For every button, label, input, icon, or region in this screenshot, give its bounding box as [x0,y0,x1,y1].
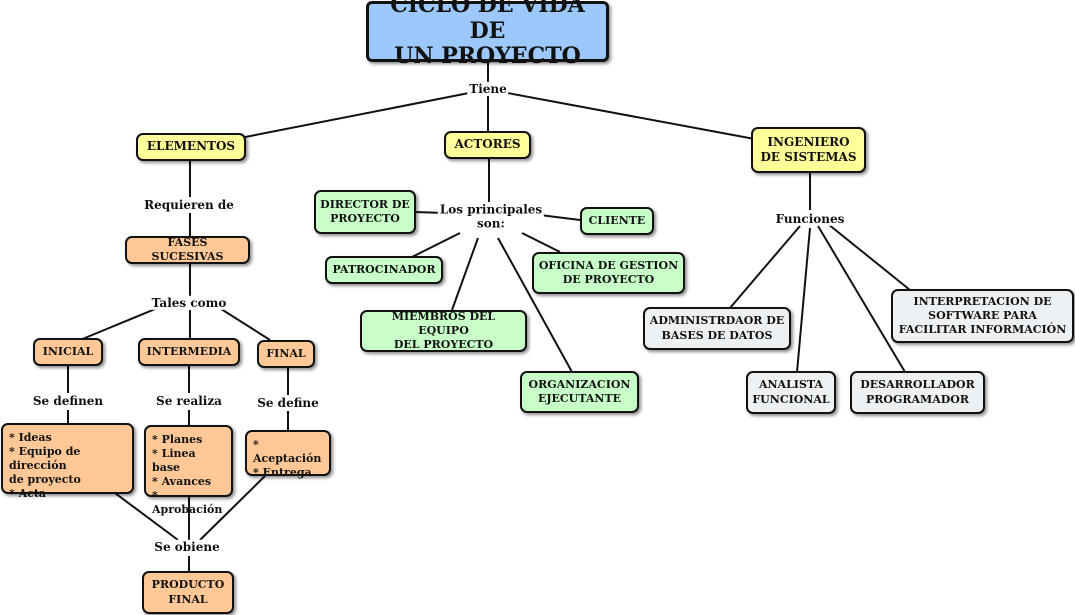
node-miembros: MIEMBROS DEL EQUIPO DEL PROYECTO [360,310,527,352]
line-principales-miembros [451,237,479,311]
node-cliente: CLIENTE [580,207,654,235]
diagram-title: CICLO DE VIDA DE UN PROYECTO [366,0,609,69]
connector-funciones: Funciones [773,211,847,227]
node-intermedia: INTERMEDIA [138,338,240,366]
line-tales-inicial [79,306,161,341]
connector-se-definen: Se definen [30,393,106,409]
node-analista: ANALISTA FUNCIONAL [746,371,836,414]
connector-tiene: Tiene [467,81,509,97]
node-director: DIRECTOR DE PROYECTO [314,190,416,234]
node-oficina: OFICINA DE GESTION DE PROYECTO [532,252,685,294]
line-list-final-seobtiene [199,475,266,541]
node-producto-final: PRODUCTO FINAL [142,571,234,614]
connector-los-principales: Los principales son: [437,202,545,232]
connector-tales-como: Tales como [149,295,229,311]
line-principales-oficina [521,232,561,253]
node-interpretacion: INTERPRETACION DE SOFTWARE PARA FACILITA… [891,289,1074,343]
connector-se-define: Se define [255,395,321,411]
node-fases-sucesivas: FASES SUCESIVAS [125,236,250,264]
line-funciones-administrador [729,225,801,309]
line-funciones-desarrollador [817,225,906,373]
list-intermedia: * Planes * Linea base * Avances * Aproba… [144,425,233,516]
node-actores: ACTORES [444,131,531,159]
node-patrocinador: PATROCINADOR [325,256,443,284]
node-final: FINAL [257,340,315,368]
node-administrador: ADMINISTRDAOR DE BASES DE DATOS [643,307,791,350]
connector-requieren-de: Requieren de [142,197,236,213]
node-elementos: ELEMENTOS [136,133,246,161]
connector-se-obtiene: Se obiene [152,539,222,555]
line-principales-cliente [539,214,581,221]
line-funciones-analista [796,227,811,373]
node-desarrollador: DESARROLLADOR PROGRAMADOR [850,371,985,414]
line-principales-organizacion [497,237,573,373]
list-inicial: * Ideas * Equipo de dirección de proyect… [1,423,134,500]
line-principales-patrocinador [409,232,461,259]
line-tiene-elementos [229,91,475,141]
node-organizacion: ORGANIZACION EJECUTANTE [520,371,639,413]
connector-se-realiza: Se realiza [154,393,224,409]
line-funciones-interpretacion [827,223,911,291]
line-tales-final [217,306,271,341]
node-ingeniero: INGENIERO DE SISTEMAS [751,127,866,173]
node-inicial: INICIAL [33,338,103,366]
line-list-inicial-seobtiene [114,492,179,541]
list-final: * Aceptación * Entrega [245,430,331,479]
line-tiene-ingeniero [501,91,761,141]
